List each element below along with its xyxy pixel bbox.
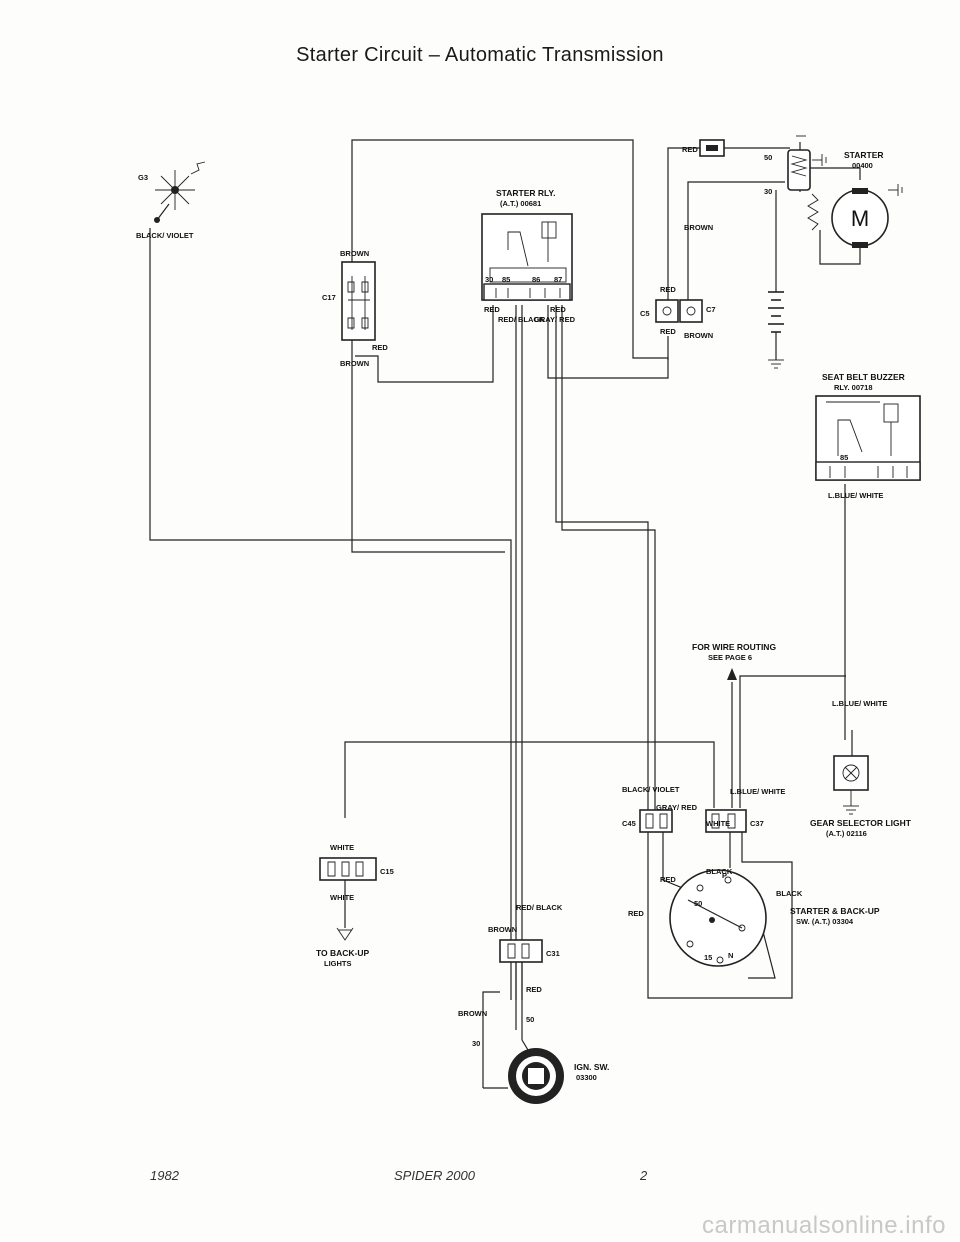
label-pin-86: 86 [532,275,540,284]
label-pin-15: 15 [704,953,712,962]
label-white-1: WHITE [706,819,730,828]
diagram-labels: G3 BLACK/ VIOLET STARTER RLY. (A.T.) 006… [136,145,912,1082]
label-red-2: RED [484,305,500,314]
label-g3: G3 [138,173,148,182]
label-seat-belt: SEAT BELT BUZZER [822,372,905,382]
label-gray-red-1: GRAY/ RED [534,315,576,324]
starter-solenoid [787,135,827,191]
c7-connector [679,299,703,323]
c37-connector [705,809,747,833]
label-brown-5: BROWN [488,925,517,934]
label-starter-rly: STARTER RLY. [496,188,556,198]
c17-connector [341,261,376,341]
label-c5: C5 [640,309,650,318]
label-c45: C45 [622,819,636,828]
label-c31: C31 [546,949,560,958]
label-red-black-1: RED/ BLACK [498,315,545,324]
label-gray-red-2: GRAY/ RED [656,803,698,812]
footer-model: SPIDER 2000 [394,1168,475,1183]
label-brown-4: BROWN [684,331,713,340]
label-white-2: WHITE [330,843,354,852]
label-seat-belt-num: RLY. 00718 [834,383,873,392]
watermark: carmanualsonline.info [702,1212,946,1239]
label-pin-30: 30 [485,275,493,284]
label-c17: C17 [322,293,336,302]
starter-backup-switch [669,869,767,967]
label-black-1: BLACK [706,867,733,876]
seat-belt-buzzer-relay [815,395,921,481]
label-c37: C37 [750,819,764,828]
label-pin-30-starter: 30 [764,187,772,196]
label-brown-3: BROWN [684,223,713,232]
g3-ground-icon [154,161,206,223]
label-ign-sw-num: 03300 [576,1073,597,1082]
label-lblue-white-1: L.BLUE/ WHITE [828,491,883,500]
label-red-black-2: RED/ BLACK [516,903,563,912]
label-red-3: RED [550,305,566,314]
starter-motor: M [807,184,903,265]
diagram-title: Starter Circuit – Automatic Transmission [296,44,664,66]
label-lblue-white-2: L.BLUE/ WHITE [832,699,887,708]
label-white-3: WHITE [330,893,354,902]
label-starter: STARTER [844,150,884,160]
label-routing-2: SEE PAGE 6 [708,653,752,662]
label-brown-6: BROWN [458,1009,487,1018]
label-red-8: RED [628,909,644,918]
label-ign-sw: IGN. SW. [574,1062,609,1072]
fusible-link-icon [699,139,725,157]
arrow-up-icon [727,668,737,680]
label-red-1: RED [372,343,388,352]
label-red-4: RED [682,145,698,154]
c31-connector [499,939,543,963]
label-backup-2: LIGHTS [324,959,352,968]
label-starter-num: 00400 [852,161,873,170]
label-starter-rly-num: (A.T.) 00681 [500,199,541,208]
wire-network [149,139,861,1088]
label-pin-50-ign: 50 [526,1015,534,1024]
ignition-switch [483,1039,564,1104]
label-c15: C15 [380,867,394,876]
label-pin-85-buzzer: 85 [840,453,848,462]
label-brown-1: BROWN [340,249,369,258]
label-pin-87: 87 [554,275,562,284]
label-black-violet-2: BLACK/ VIOLET [622,785,680,794]
label-lblue-white-3: L.BLUE/ WHITE [730,787,785,796]
c45-connector [639,809,673,833]
label-red-7: RED [660,875,676,884]
label-n: N [728,951,733,960]
label-red-6: RED [660,327,676,336]
starter-relay [481,213,573,301]
label-black-violet-1: BLACK/ VIOLET [136,231,194,240]
arrow-down-icon [336,927,354,941]
label-black-2: BLACK [776,889,803,898]
label-brown-2: BROWN [340,359,369,368]
footer-page-number: 2 [640,1168,648,1183]
label-gear-selector-num: (A.T.) 02116 [826,829,867,838]
label-pin-30-ign: 30 [472,1039,480,1048]
label-backup-1: TO BACK-UP [316,948,370,958]
footer-year: 1982 [150,1168,179,1183]
label-switch-1: STARTER & BACK-UP [790,906,880,916]
battery-icon [768,262,784,369]
label-pin-85: 85 [502,275,510,284]
label-pin-50-switch: 50 [694,899,702,908]
label-p: P [722,871,727,880]
label-pin-50: 50 [764,153,772,162]
motor-letter: M [851,206,869,231]
c5-connector [655,299,679,323]
label-c7: C7 [706,305,716,314]
label-red-9: RED [526,985,542,994]
label-gear-selector: GEAR SELECTOR LIGHT [810,818,912,828]
label-switch-2: SW. (A.T.) 03304 [796,917,854,926]
label-red-5: RED [660,285,676,294]
label-routing-1: FOR WIRE ROUTING [692,642,776,652]
c15-connector [319,857,377,881]
gear-selector-light [833,755,869,815]
